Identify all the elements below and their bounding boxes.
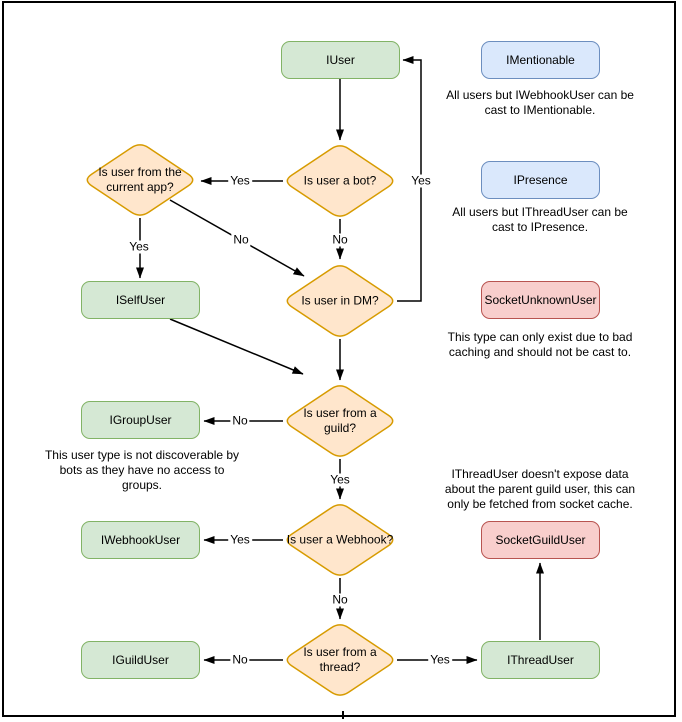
edge-label-guild-no: No (230, 413, 250, 428)
edge-label-webhook-no: No (330, 592, 350, 607)
edge-label-webhook-yes: Yes (228, 532, 252, 547)
edge-label-bot-yes: Yes (228, 173, 252, 188)
note-line: All users but IThreadUser can be (452, 205, 628, 219)
note-line: This type can only exist due to bad (447, 330, 633, 344)
decision-label-is-bot: Is user a bot? (303, 173, 377, 188)
edge-label-currentapp-yes: Yes (127, 239, 151, 254)
note-socketunknownuser: This type can only exist due to bad cach… (448, 330, 633, 360)
note-line: cast to IPresence. (491, 220, 589, 234)
node-socketguilduser: SocketGuildUser (481, 521, 600, 559)
edge-label-thread-yes: Yes (428, 652, 452, 667)
decision-label-is-guild: Is user from a guild? (303, 406, 377, 435)
node-iwebhookuser: IWebhookUser (81, 521, 200, 559)
decision-label-is-thread: Is user from a thread? (303, 645, 377, 674)
decision-label-is-current-app: Is user from the current app? (98, 165, 182, 194)
decision-label-is-dm: Is user in DM? (301, 293, 379, 308)
note-line: bots as they have no access to (59, 463, 225, 477)
node-iuser: IUser (281, 41, 400, 79)
node-iselfuser: ISelfUser (81, 281, 200, 319)
node-socketunknownuser: SocketUnknownUser (481, 281, 600, 319)
edge-label-bot-no: No (330, 232, 350, 247)
note-line: only be fetched from socket cache. (447, 497, 633, 511)
note-ithreaduser: IThreadUser doesn't expose data about th… (445, 467, 635, 512)
note-igroupuser: This user type is not discoverable by bo… (45, 448, 239, 493)
edge-label-dm-loop-yes: Yes (409, 173, 433, 188)
note-line: This user type is not discoverable by (44, 448, 240, 462)
node-imentionable: IMentionable (481, 41, 600, 79)
note-line: about the parent guild user, this can (444, 482, 636, 496)
page-divider-tick (342, 711, 344, 719)
edge-label-currentapp-no: No (231, 232, 251, 247)
edge-iselfuser-to-isguild (169, 318, 304, 375)
decision-label-is-webhook: Is user a Webhook? (286, 532, 394, 547)
note-line: caching and should not be cast to. (448, 345, 632, 359)
note-ipresence: All users but IThreadUser can be cast to… (452, 205, 627, 235)
node-ithreaduser: IThreadUser (481, 641, 600, 679)
node-iguilduser: IGuildUser (81, 641, 200, 679)
note-line: IThreadUser doesn't expose data (451, 467, 629, 481)
note-imentionable: All users but IWebhookUser can be cast t… (446, 88, 634, 118)
node-ipresence: IPresence (481, 161, 600, 199)
edge-label-thread-no: No (230, 652, 250, 667)
edge-label-guild-yes: Yes (328, 472, 352, 487)
note-line: All users but IWebhookUser can be (446, 88, 634, 102)
note-line: groups. (121, 478, 163, 492)
node-igroupuser: IGroupUser (81, 401, 200, 439)
note-line: cast to IMentionable. (484, 103, 596, 117)
